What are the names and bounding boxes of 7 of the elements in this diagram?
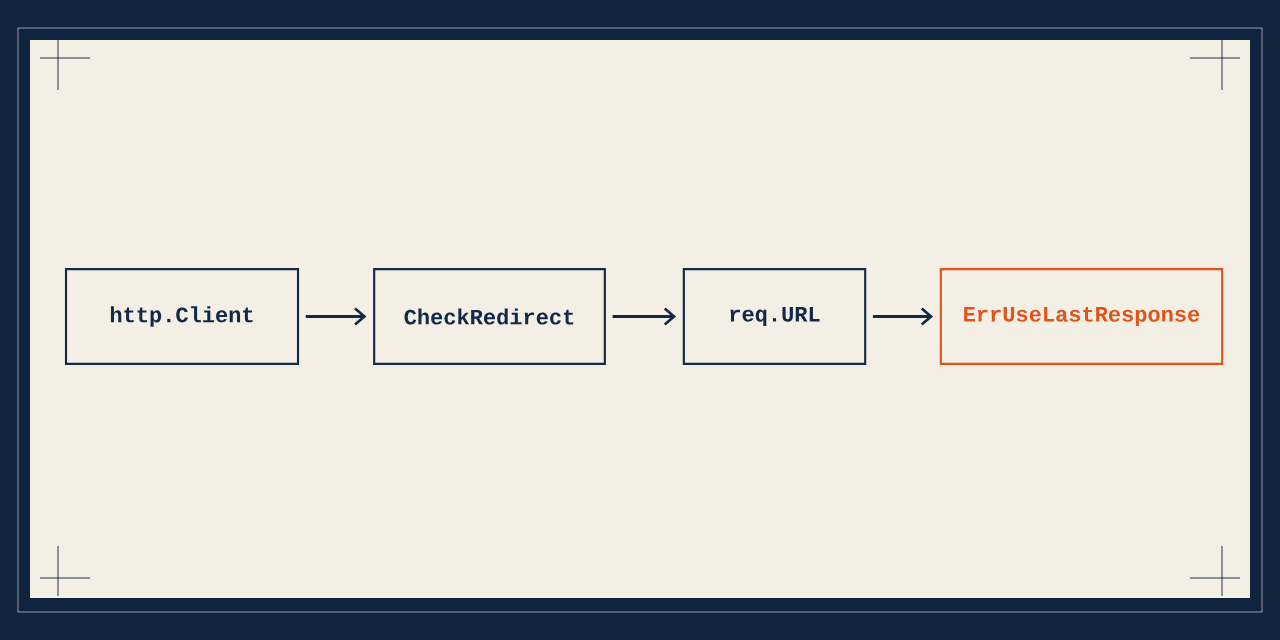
code-box: ErrUseLastResponse bbox=[939, 268, 1224, 365]
arrow bbox=[305, 307, 367, 326]
code-box: req.URL bbox=[682, 268, 867, 365]
code-box: http.Client bbox=[64, 268, 300, 365]
arrow bbox=[612, 307, 677, 326]
code-box: CheckRedirect bbox=[373, 268, 606, 365]
arrow bbox=[872, 307, 934, 326]
